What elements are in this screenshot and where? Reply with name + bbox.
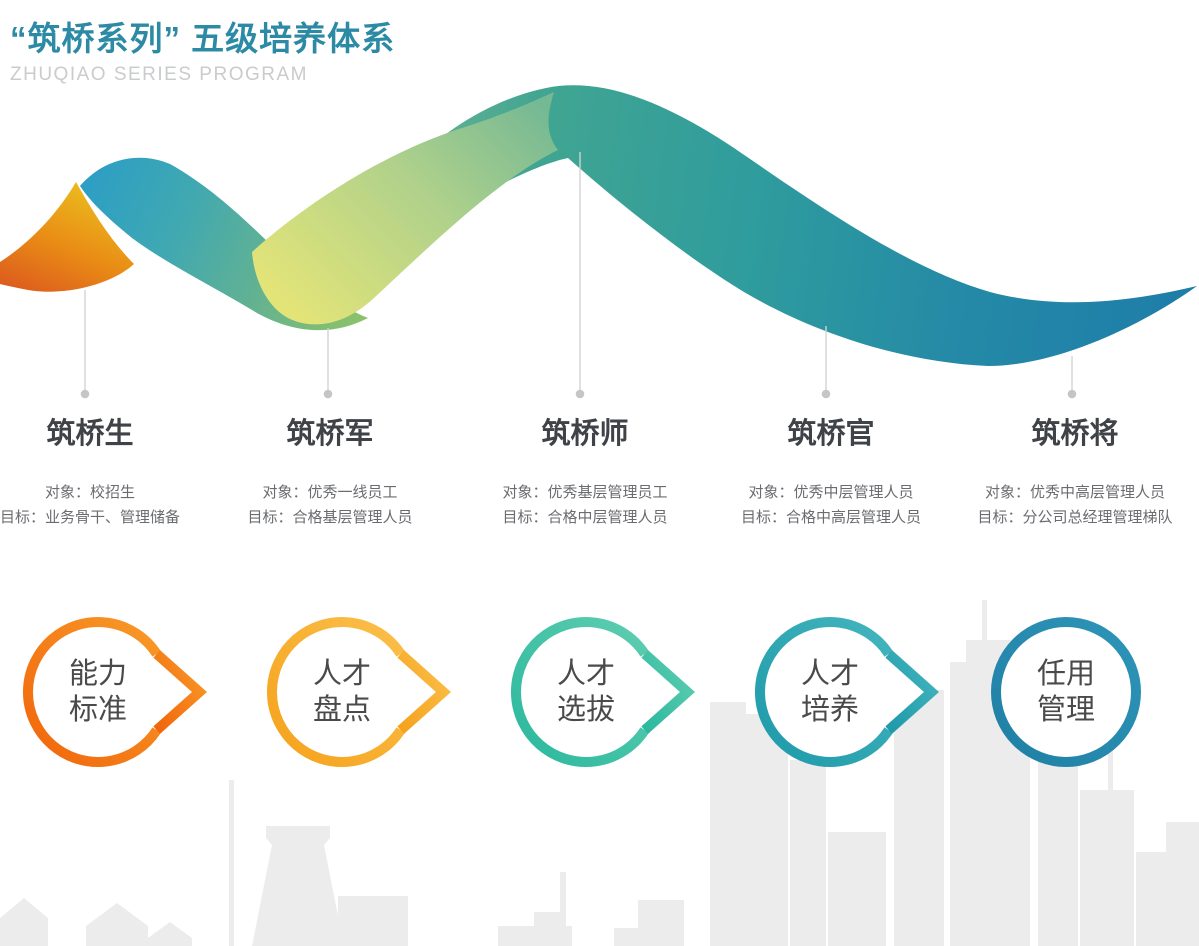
- stage-target: 对象：优秀一线员工: [262, 484, 398, 501]
- bubble-notch: [400, 657, 444, 727]
- bubble-ring: [754, 617, 893, 767]
- bubble-label-line: 选拔: [556, 694, 616, 726]
- bubble-talent-selection: [510, 617, 696, 767]
- stage-goal: 目标：合格中层管理人员: [502, 509, 668, 526]
- city-skyline-silhouette: [0, 600, 1199, 946]
- stage-column-zhuqiaosheng: 筑桥生 对象：校招生 目标：业务骨干、管理储备: [0, 410, 180, 530]
- arrow-right-icon: [397, 650, 452, 734]
- bubble-label-line: 人才: [800, 658, 860, 690]
- stage-target: 对象：优秀中层管理人员: [748, 484, 914, 501]
- bubble-label-line: 标准: [68, 694, 128, 726]
- bubble-ring: [22, 617, 161, 767]
- orange-peak-ribbon: [0, 182, 134, 292]
- header: “筑桥系列” 五级培养体系 ZHUQIAO SERIES PROGRAM: [10, 12, 395, 86]
- bubble-notch: [156, 657, 200, 727]
- bubble-label-talent-development: 人才 培养: [801, 656, 859, 728]
- arrow-right-icon: [153, 650, 208, 734]
- stage-name: 筑桥将: [1031, 418, 1119, 450]
- bubble-ability-standards: [22, 617, 208, 767]
- connector-lines: [84, 152, 1073, 390]
- bubble-notch: [888, 657, 932, 727]
- connector-dots: [80, 389, 1077, 399]
- stage-name: 筑桥军: [286, 418, 374, 450]
- connector-dot: [323, 389, 333, 399]
- stage-target: 对象：优秀中高层管理人员: [984, 484, 1166, 501]
- connector-dot: [1067, 389, 1077, 399]
- bubble-fill: [992, 618, 1140, 766]
- bubble-label-appointment-management: 任用 管理: [1037, 656, 1095, 728]
- stage-name: 筑桥生: [46, 418, 134, 450]
- page-subtitle: ZHUQIAO SERIES PROGRAM: [10, 64, 308, 85]
- stage-column-zhuqiaoshi: 筑桥师 对象：优秀基层管理员工 目标：合格中层管理人员: [502, 410, 667, 530]
- bubble-ring: [510, 617, 649, 767]
- bubble-label-line: 人才: [556, 658, 616, 690]
- bubble-label-ability-standards: 能力 标准: [69, 656, 127, 728]
- stage-goal: 目标：合格基层管理人员: [247, 509, 413, 526]
- bubble-talent-development: [754, 617, 940, 767]
- stage-column-zhuqiaojiang: 筑桥将 对象：优秀中高层管理人员 目标：分公司总经理管理梯队: [977, 410, 1172, 530]
- bubble-fill: [268, 618, 416, 766]
- bubble-appointment-management: [991, 617, 1141, 767]
- stage-target: 对象：优秀基层管理员工: [502, 484, 668, 501]
- bubble-label-talent-inventory: 人才 盘点: [313, 656, 371, 728]
- bubble-label-line: 培养: [800, 694, 860, 726]
- bubble-fill: [756, 618, 904, 766]
- bubble-ring: [991, 617, 1141, 767]
- arrow-right-icon: [885, 650, 940, 734]
- bubble-ring: [266, 617, 405, 767]
- bubble-fill: [24, 618, 172, 766]
- page-title: “筑桥系列” 五级培养体系: [10, 20, 396, 57]
- stage-target: 对象：校招生: [44, 484, 136, 501]
- stage-goal: 目标：分公司总经理管理梯队: [977, 509, 1173, 526]
- bubble-label-talent-selection: 人才 选拔: [557, 656, 615, 728]
- stage-goal: 目标：合格中高层管理人员: [740, 509, 922, 526]
- bubble-label-line: 任用: [1036, 658, 1096, 690]
- bubble-label-line: 管理: [1036, 694, 1096, 726]
- stage-name: 筑桥师: [541, 418, 629, 450]
- bubble-fill: [512, 618, 660, 766]
- stage-name: 筑桥官: [787, 418, 875, 450]
- bubble-label-line: 盘点: [312, 694, 372, 726]
- bubble-talent-inventory: [266, 617, 452, 767]
- connector-dot: [575, 389, 585, 399]
- arrow-right-icon: [641, 650, 696, 734]
- bubble-label-line: 人才: [312, 658, 372, 690]
- bubble-label-line: 能力: [68, 658, 128, 690]
- stage-column-zhuqiaoguan: 筑桥官 对象：优秀中层管理人员 目标：合格中高层管理人员: [741, 410, 921, 530]
- connector-dot: [80, 389, 90, 399]
- valley-face-ribbon: [252, 92, 558, 325]
- bubble-notch: [644, 657, 688, 727]
- connector-dot: [821, 389, 831, 399]
- stage-goal: 目标：业务骨干、管理储备: [0, 509, 181, 526]
- stage-column-zhuqiaojun: 筑桥军 对象：优秀一线员工 目标：合格基层管理人员: [247, 410, 412, 530]
